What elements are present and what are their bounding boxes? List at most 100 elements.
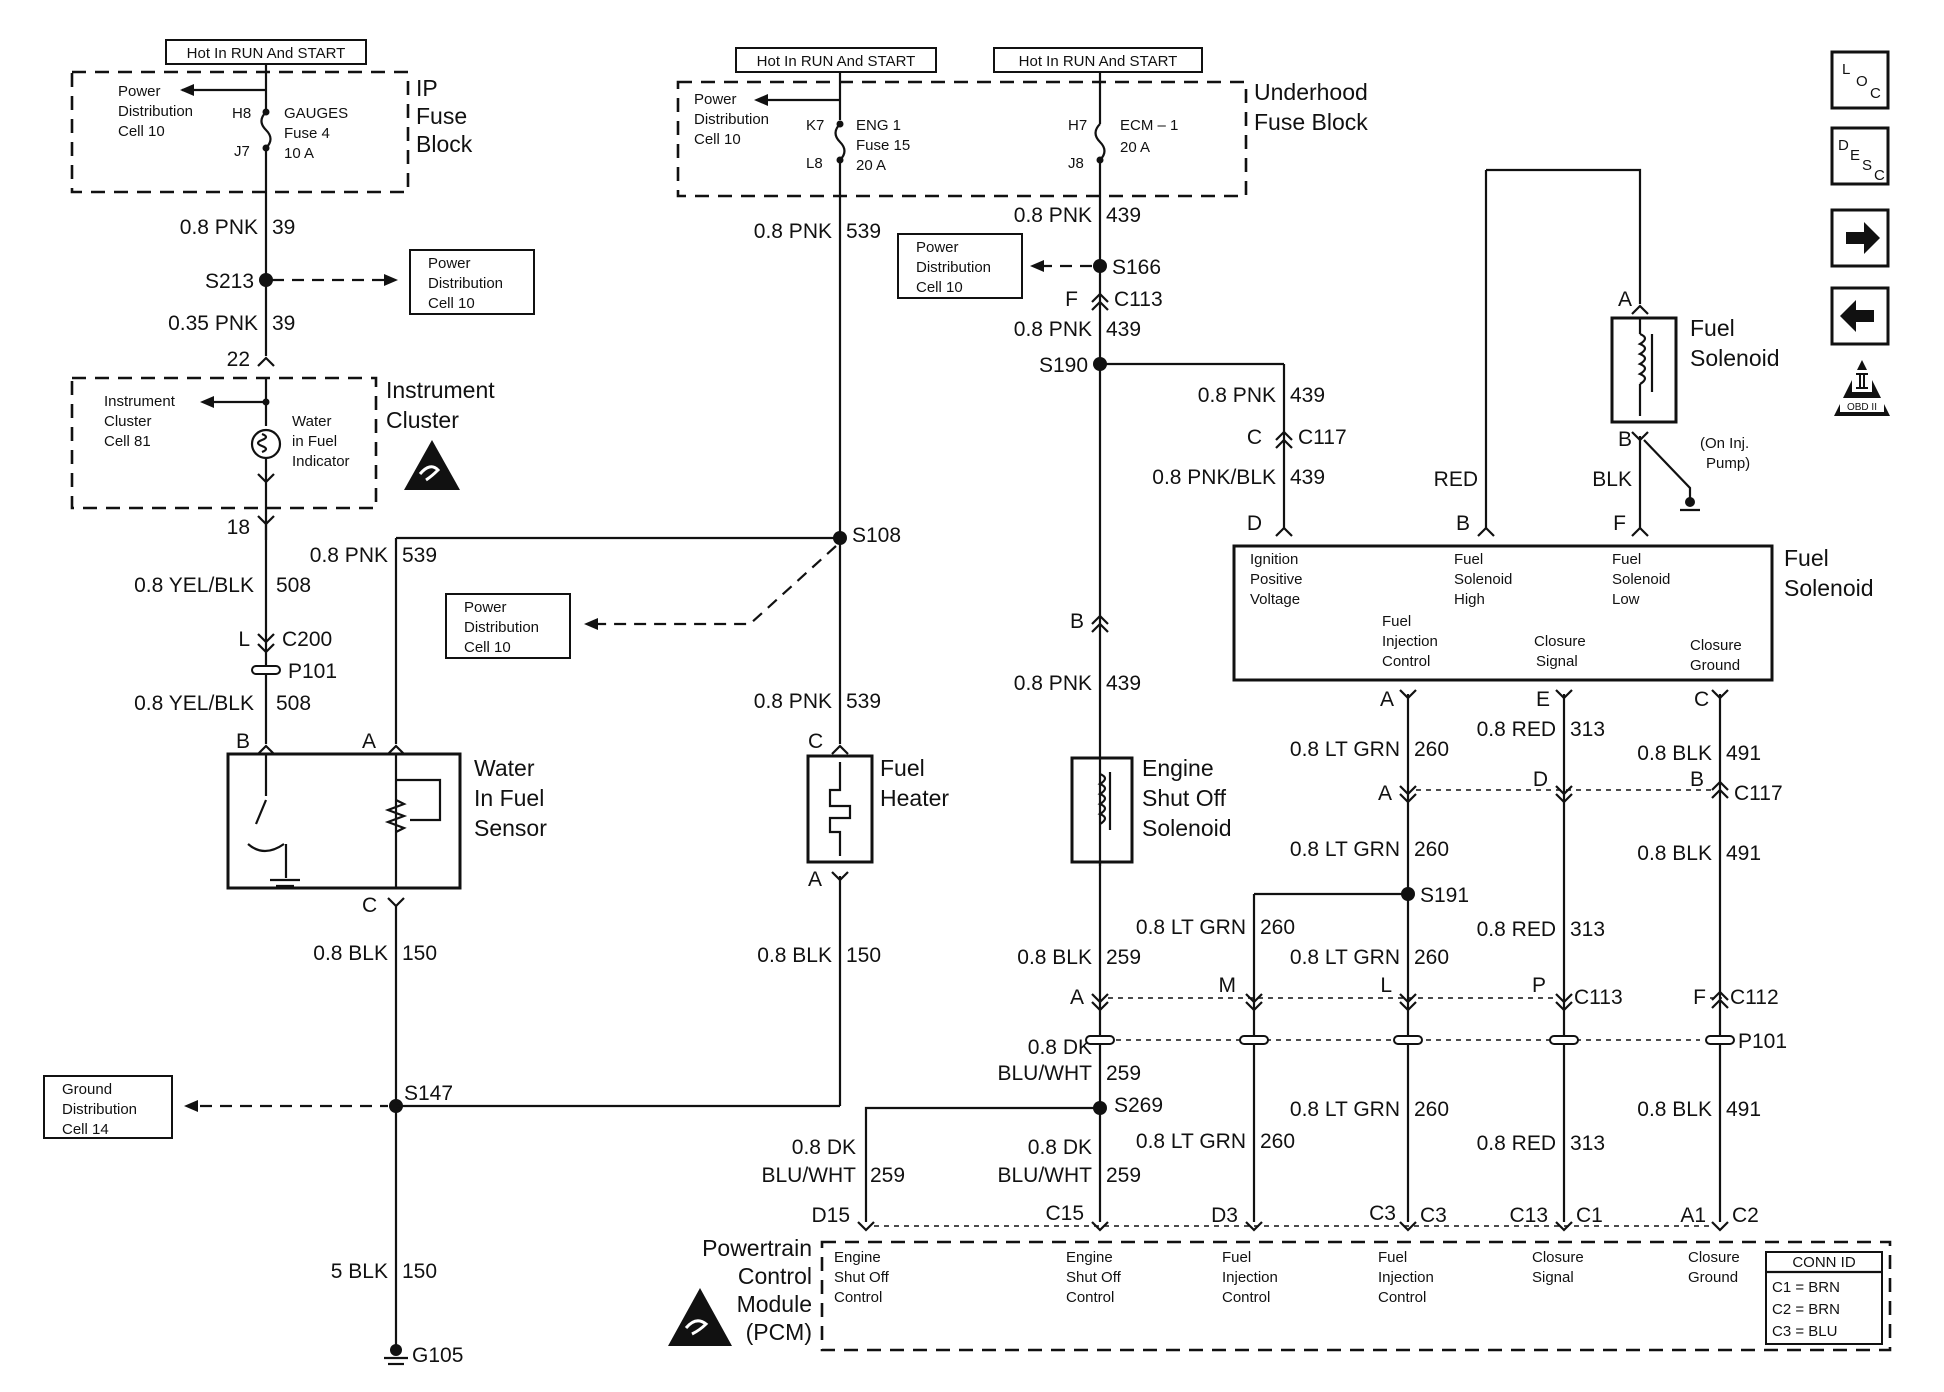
connector-c117 bbox=[1275, 430, 1293, 449]
indicator-label: Water bbox=[292, 413, 331, 430]
obd-ii-icon bbox=[1834, 360, 1890, 416]
circuit-number: 313 bbox=[1570, 718, 1605, 741]
fuel-solenoid-coil-title: Solenoid bbox=[1690, 345, 1780, 371]
circuit-number: 260 bbox=[1260, 916, 1295, 939]
underhood-title: Fuse Block bbox=[1254, 109, 1368, 135]
module-label: Fuel bbox=[1612, 551, 1641, 568]
conn-id-row: C2 = BRN bbox=[1772, 1301, 1840, 1318]
pin-dot bbox=[262, 398, 270, 406]
fuel-heater-title: Heater bbox=[880, 785, 949, 811]
pcm-pin: A1 bbox=[1680, 1204, 1706, 1227]
pin-label: C bbox=[1694, 688, 1709, 711]
power-dist-box-b bbox=[445, 593, 571, 659]
pin-label: B bbox=[1618, 428, 1632, 451]
splice-label: S147 bbox=[404, 1082, 453, 1105]
conn-id-row: C3 = BLU bbox=[1772, 1323, 1837, 1340]
pin-label: M bbox=[1219, 974, 1237, 997]
module-label: Closure bbox=[1690, 637, 1742, 654]
wire-color: 0.8 PNK bbox=[1014, 672, 1092, 695]
power-dist-box-a bbox=[409, 249, 535, 315]
circuit-number: 260 bbox=[1414, 838, 1449, 861]
module-label: Ignition bbox=[1250, 551, 1298, 568]
circuit-number: 491 bbox=[1726, 742, 1761, 765]
circuit-number: 313 bbox=[1570, 1132, 1605, 1155]
connector-c200 bbox=[257, 633, 275, 654]
pcm-title: Module bbox=[737, 1291, 812, 1317]
pcm-pin: D15 bbox=[811, 1204, 850, 1227]
next-page-button[interactable] bbox=[1830, 208, 1890, 268]
module-label: Signal bbox=[1536, 653, 1578, 670]
connector bbox=[387, 897, 405, 908]
pin-label: E bbox=[1536, 688, 1550, 711]
wif-title: In Fuel bbox=[474, 785, 544, 811]
pcm-label: Control bbox=[1066, 1289, 1114, 1306]
hot-label-eng: Hot In RUN And START bbox=[757, 53, 916, 70]
splice-s213 bbox=[259, 273, 273, 287]
pin-label: D bbox=[1247, 512, 1262, 535]
pcm-label: Shut Off bbox=[1066, 1269, 1122, 1286]
connector-label: C113 bbox=[1574, 986, 1623, 1009]
wire-color: BLK bbox=[1592, 468, 1632, 491]
circuit-number: 260 bbox=[1414, 738, 1449, 761]
pin-label: A bbox=[1070, 986, 1084, 1009]
fuel-heater-title: Fuel bbox=[880, 755, 925, 781]
pin-dot bbox=[836, 120, 844, 128]
water-in-fuel-sensor bbox=[226, 752, 462, 890]
fuel-solenoid-module-title: Solenoid bbox=[1784, 575, 1874, 601]
indicator-lamp-icon bbox=[250, 428, 282, 460]
lamp-filament bbox=[256, 432, 268, 454]
ic-cell: Instrument bbox=[104, 393, 176, 410]
circuit-number: 259 bbox=[1106, 946, 1141, 969]
esd-warning-icon bbox=[404, 440, 460, 490]
connector-label: C117 bbox=[1298, 426, 1347, 449]
circuit-number: 439 bbox=[1106, 318, 1141, 341]
description-button[interactable] bbox=[1830, 126, 1890, 186]
circuit-number: 539 bbox=[402, 544, 437, 567]
eso-title: Shut Off bbox=[1142, 785, 1227, 811]
circuit-number: 150 bbox=[846, 944, 881, 967]
wire-color: 0.8 YEL/BLK bbox=[134, 692, 254, 715]
wire-color: 0.8 RED bbox=[1477, 1132, 1556, 1155]
pin-label: P bbox=[1532, 974, 1546, 997]
wire-color: 0.8 DK bbox=[1028, 1036, 1092, 1059]
wire-color: 0.8 BLK bbox=[1637, 742, 1712, 765]
fuel-solenoid-module bbox=[1232, 544, 1774, 682]
connector-pin bbox=[257, 356, 275, 367]
power-dist-text: Power bbox=[464, 599, 507, 616]
wire-color: 0.8 LT GRN bbox=[1136, 1130, 1246, 1153]
conn-id-title: CONN ID bbox=[1792, 1254, 1856, 1271]
splice-label: S190 bbox=[1039, 354, 1088, 377]
ref-arrow bbox=[384, 274, 398, 286]
pin-label: A bbox=[1378, 782, 1392, 805]
pin-label: F bbox=[1693, 986, 1706, 1009]
wire-color: 0.8 LT GRN bbox=[1290, 838, 1400, 861]
ip-fuse-num: Fuse 4 bbox=[284, 125, 330, 142]
module-pins-top bbox=[1275, 526, 1649, 537]
previous-page-button[interactable] bbox=[1830, 286, 1890, 346]
power-dist-box-c bbox=[897, 233, 1023, 299]
module-label: Low bbox=[1612, 591, 1640, 608]
fuel-heater bbox=[806, 754, 874, 864]
circuit-number: 150 bbox=[402, 942, 437, 965]
pin-label: B bbox=[1070, 610, 1084, 633]
power-dist-text: Cell 10 bbox=[428, 295, 475, 312]
arrow bbox=[200, 396, 214, 408]
circuit-number: 508 bbox=[276, 692, 311, 715]
pcm-label: Fuel bbox=[1378, 1249, 1407, 1266]
circuit-number: 150 bbox=[402, 1260, 437, 1283]
splice-label: S108 bbox=[852, 524, 901, 547]
uh-power-dist: Power bbox=[694, 91, 737, 108]
pcm-label: Control bbox=[834, 1289, 882, 1306]
pcm-pin: C2 bbox=[1732, 1204, 1759, 1227]
ground-dist-text: Ground bbox=[62, 1081, 112, 1098]
fuel-solenoid-module-title: Fuel bbox=[1784, 545, 1829, 571]
module-label: Voltage bbox=[1250, 591, 1300, 608]
wire-color: 0.8 PNK bbox=[1014, 204, 1092, 227]
fuse-ecm1 bbox=[1094, 123, 1106, 161]
uh-power-dist: Distribution bbox=[694, 111, 769, 128]
location-button[interactable] bbox=[1830, 50, 1890, 110]
wire-color: 0.8 LT GRN bbox=[1290, 946, 1400, 969]
pcm-pin: C1 bbox=[1576, 1204, 1603, 1227]
circuit-number: 491 bbox=[1726, 1098, 1761, 1121]
sensor-wiper bbox=[396, 778, 442, 822]
